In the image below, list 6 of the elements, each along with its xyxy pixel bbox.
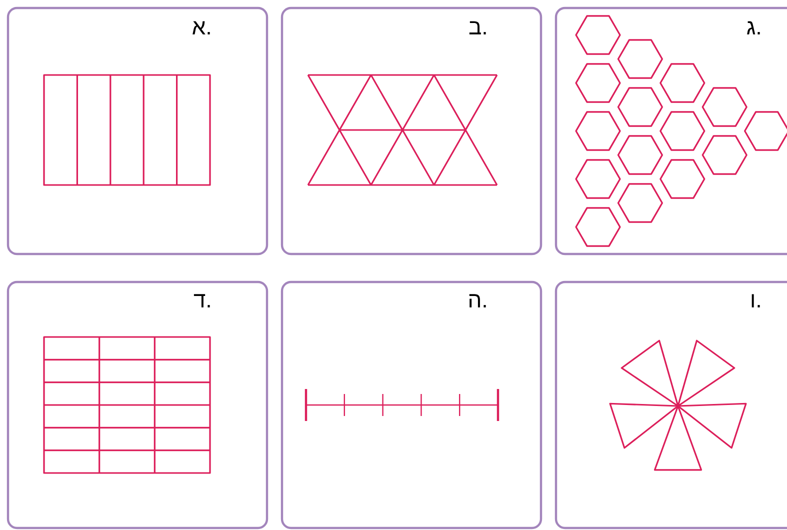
card: ו. <box>554 280 787 530</box>
card: ג. <box>554 6 787 256</box>
card: ד. <box>6 280 268 530</box>
card: א. <box>6 6 268 256</box>
card: ב. <box>280 6 542 256</box>
card: ה. <box>280 280 542 530</box>
